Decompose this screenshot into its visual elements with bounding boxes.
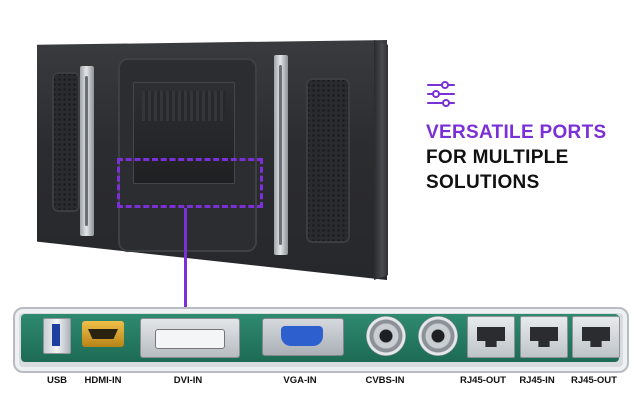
headline-line-2: FOR MULTIPLE xyxy=(426,147,569,168)
rj45-out-port-2 xyxy=(572,316,620,358)
port-label-rj45-out-2: RJ45-OUT xyxy=(571,375,617,386)
port-label-usb: USB xyxy=(46,375,68,386)
mounting-rail-right xyxy=(274,55,288,255)
headline-line-3: SOLUTIONS xyxy=(426,172,540,193)
rj45-in-port xyxy=(520,316,568,358)
rj45-out-port-1 xyxy=(467,316,515,358)
control-box xyxy=(133,82,235,184)
port-label-dvi-in: DVI-IN xyxy=(173,375,203,386)
vent-right xyxy=(306,78,350,243)
port-label-vga-in: VGA-IN xyxy=(283,375,317,386)
cvbs-port-2 xyxy=(418,316,458,356)
display-side-edge xyxy=(374,40,388,280)
cvbs-port-1 xyxy=(366,316,406,356)
dvi-port xyxy=(140,318,240,358)
hdmi-port xyxy=(82,321,124,347)
vent-left xyxy=(52,72,80,212)
port-label-cvbs-in: CVBS-IN xyxy=(365,375,405,386)
vga-port xyxy=(262,318,344,356)
port-label-hdmi-in: HDMI-IN xyxy=(84,375,122,386)
mounting-rail-left xyxy=(80,66,94,236)
ports-highlight-box xyxy=(117,158,263,208)
port-label-rj45-out-1: RJ45-OUT xyxy=(460,375,506,386)
callout-connector-line xyxy=(184,208,187,311)
port-label-rj45-in: RJ45-IN xyxy=(519,375,555,386)
usb-port xyxy=(43,318,71,354)
sliders-icon xyxy=(427,81,455,107)
headline-line-1: VERSATILE PORTS xyxy=(426,122,607,143)
